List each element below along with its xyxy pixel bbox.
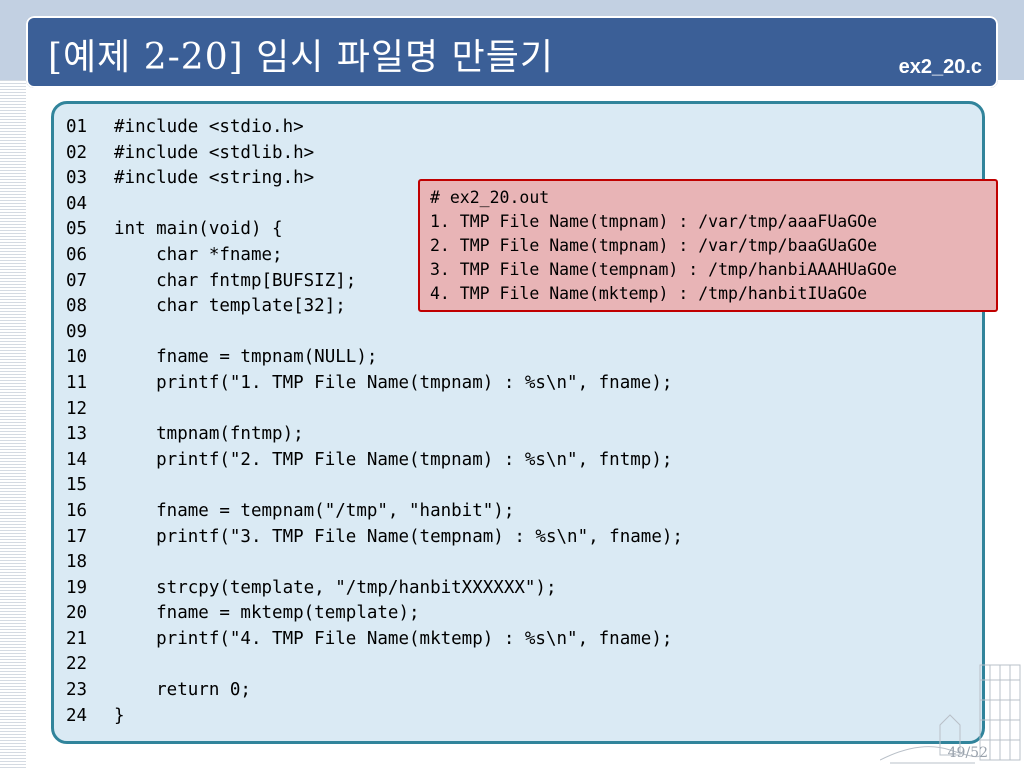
code-text: printf("4. TMP File Name(mktemp) : %s\n"…	[114, 628, 673, 649]
code-line: 17 printf("3. TMP File Name(tempnam) : %…	[66, 525, 683, 551]
output-line: # ex2_20.out	[430, 188, 550, 207]
line-number: 23	[66, 680, 88, 701]
code-line: 14 printf("2. TMP File Name(tmpnam) : %s…	[66, 448, 683, 474]
code-text: printf("2. TMP File Name(tmpnam) : %s\n"…	[114, 449, 673, 470]
code-line: 18	[66, 550, 683, 576]
line-number: 16	[66, 500, 88, 521]
code-line: 06 char *fname;	[66, 243, 683, 269]
code-line: 05 int main(void) {	[66, 217, 683, 243]
line-number: 14	[66, 449, 88, 470]
code-line: 03 #include <string.h>	[66, 166, 683, 192]
line-number: 05	[66, 219, 88, 240]
code-text: }	[114, 705, 125, 726]
output-line: 1. TMP File Name(tmpnam) : /var/tmp/aaaF…	[430, 212, 878, 231]
code-line: 16 fname = tempnam("/tmp", "hanbit");	[66, 499, 683, 525]
code-line: 04	[66, 192, 683, 218]
building-sketch-icon	[880, 664, 1021, 764]
code-text: int main(void) {	[114, 219, 283, 240]
title-bar	[26, 16, 998, 88]
code-text: printf("1. TMP File Name(tmpnam) : %s\n"…	[114, 372, 673, 393]
line-number: 01	[66, 117, 88, 137]
code-line: 07 char fntmp[BUFSIZ];	[66, 269, 683, 295]
line-number: 15	[66, 475, 88, 496]
slide-title: [예제 2-20] 임시 파일명 만들기	[48, 37, 554, 78]
line-number: 24	[66, 705, 88, 726]
line-number: 13	[66, 424, 88, 445]
code-line: 09	[66, 320, 683, 346]
code-text: char template[32];	[114, 296, 346, 317]
code-text: fname = tempnam("/tmp", "hanbit");	[114, 500, 515, 521]
code-line: 15	[66, 473, 683, 499]
code-line: 20 fname = mktemp(template);	[66, 601, 683, 627]
code-line: 19 strcpy(template, "/tmp/hanbitXXXXXX")…	[66, 576, 683, 602]
code-text: fname = mktemp(template);	[114, 603, 420, 624]
code-text: #include <string.h>	[114, 168, 315, 189]
line-number: 20	[66, 603, 88, 624]
line-number: 22	[66, 654, 88, 675]
code-line: 01 #include <stdio.h>	[66, 115, 683, 141]
code-line: 11 printf("1. TMP File Name(tmpnam) : %s…	[66, 371, 683, 397]
line-number: 02	[66, 142, 88, 163]
line-number: 21	[66, 628, 88, 649]
code-line: 08 char template[32];	[66, 294, 683, 320]
line-number: 09	[66, 321, 88, 342]
line-number: 10	[66, 347, 88, 368]
code-line: 23 return 0;	[66, 678, 683, 704]
line-number: 04	[66, 193, 88, 214]
code-text: #include <stdio.h>	[114, 117, 304, 137]
line-number: 07	[66, 270, 88, 291]
line-number: 18	[66, 552, 88, 573]
code-listing: 01 #include <stdio.h> 02 #include <stdlib.h…	[66, 115, 683, 729]
line-number: 03	[66, 168, 88, 189]
line-number: 17	[66, 526, 88, 547]
line-number: 12	[66, 398, 88, 419]
code-line: 12	[66, 397, 683, 423]
code-text: strcpy(template, "/tmp/hanbitXXXXXX");	[114, 577, 557, 598]
code-text: char *fname;	[114, 244, 283, 265]
line-number: 06	[66, 244, 88, 265]
source-file-label: ex2_20.c	[898, 56, 982, 78]
code-line: 24}	[66, 704, 683, 730]
code-line: 02 #include <stdlib.h>	[66, 141, 683, 167]
line-number: 19	[66, 577, 88, 598]
code-line: 22	[66, 652, 683, 678]
code-text: char fntmp[BUFSIZ];	[114, 270, 357, 291]
code-line: 21 printf("4. TMP File Name(mktemp) : %s…	[66, 627, 683, 653]
code-text: #include <stdlib.h>	[114, 142, 315, 163]
code-text: fname = tmpnam(NULL);	[114, 347, 378, 368]
code-line: 13 tmpnam(fntmp);	[66, 422, 683, 448]
code-text: return 0;	[114, 680, 251, 701]
output-line: 3. TMP File Name(tempnam) : /tmp/hanbiAA…	[430, 260, 897, 279]
code-line: 10 fname = tmpnam(NULL);	[66, 345, 683, 371]
line-number: 08	[66, 296, 88, 317]
code-text: printf("3. TMP File Name(tempnam) : %s\n…	[114, 526, 683, 547]
output-line: 2. TMP File Name(tmpnam) : /var/tmp/baaG…	[430, 236, 878, 255]
code-text: tmpnam(fntmp);	[114, 424, 304, 445]
program-output-box: # ex2_20.out 1. TMP File Name(tmpnam) : /…	[418, 179, 998, 312]
line-number: 11	[66, 372, 88, 393]
left-stripes-decoration	[0, 80, 26, 768]
page-number: 49/52	[947, 745, 988, 761]
output-line: 4. TMP File Name(mktemp) : /tmp/hanbitIU…	[430, 284, 868, 303]
